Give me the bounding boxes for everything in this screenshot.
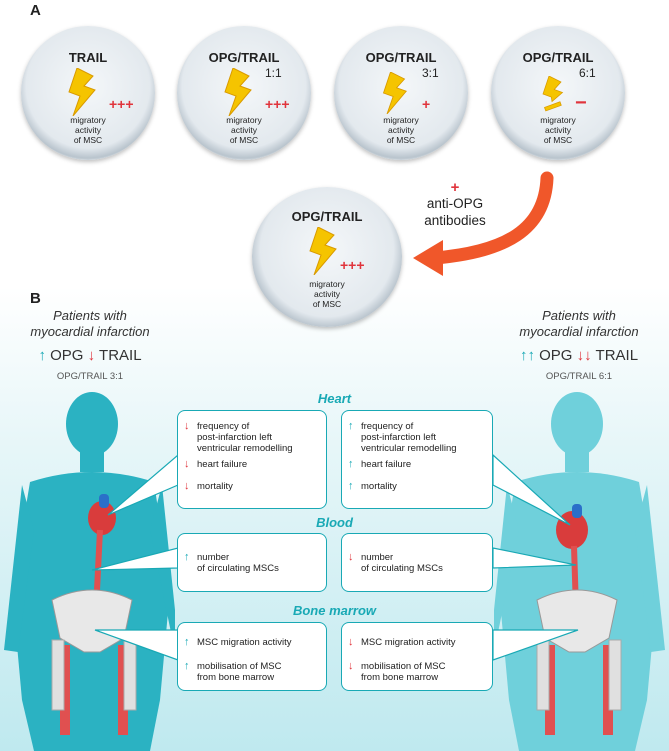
curved-arrow-icon	[413, 171, 554, 276]
lightning-bolt-icon	[309, 227, 337, 275]
lightning-bolt-icon	[68, 68, 96, 116]
petri-dish-opg-trail-6-1: OPG/TRAIL 6:1 − migratory activity of MS…	[491, 26, 625, 160]
dish-ratio: 3:1	[422, 66, 439, 80]
dish-title: OPG/TRAIL	[208, 50, 280, 65]
petri-dish-opg-trail-with-antibodies: OPG/TRAIL +++ migratory activity of MSC	[252, 187, 402, 327]
anti-opg-antibodies-label: + anti-OPG antibodies	[400, 180, 510, 229]
bone-left-box: ↑ MSC migration activity ↑ mobilisation …	[177, 622, 327, 691]
lightning-bolt-icon	[224, 68, 252, 116]
right-ratio: OPG/TRAIL 6:1	[545, 371, 613, 382]
migration-sign: −	[575, 92, 587, 114]
panel-b-label: B	[30, 290, 41, 307]
blood-section-heading: Blood	[316, 515, 353, 530]
dish-ratio: 1:1	[265, 66, 282, 80]
right-patient-title: Patients with myocardial infarction	[519, 308, 639, 339]
lightning-bolt-icon	[382, 72, 407, 114]
bone-marrow-section-heading: Bone marrow	[292, 603, 377, 618]
dish-title: TRAIL	[68, 50, 108, 65]
dish-caption: migratory activity of MSC	[70, 115, 106, 145]
left-patient-title: Patients with myocardial infarction	[30, 308, 150, 339]
dish-caption: migratory activity of MSC	[226, 115, 262, 145]
plus-sign: +	[450, 179, 460, 196]
dish-title: OPG/TRAIL	[291, 209, 363, 224]
migration-sign: +++	[265, 96, 290, 112]
dish-caption: migratory activity of MSC	[309, 279, 345, 309]
left-marker-levels: ↑ OPG ↓ TRAIL	[38, 347, 142, 364]
petri-dish-opg-trail-3-1: OPG/TRAIL 3:1 + migratory activity of MS…	[334, 26, 468, 160]
dish-ratio: 6:1	[579, 66, 596, 80]
dish-caption: migratory activity of MSC	[383, 115, 419, 145]
right-marker-levels: ↑↑ OPG ↓↓ TRAIL	[519, 347, 639, 364]
dish-title: OPG/TRAIL	[522, 50, 594, 65]
migration-sign: +++	[340, 257, 365, 273]
bone-right-box: ↓ MSC migration activity ↓ mobilisation …	[341, 622, 493, 691]
broken-lightning-bolt-icon	[542, 76, 564, 112]
migration-sign: +++	[109, 96, 134, 112]
petri-dish-trail: TRAIL +++ migratory activity of MSC	[21, 26, 155, 160]
dish-caption: migratory activity of MSC	[540, 115, 576, 145]
right-human-body-silhouette	[494, 392, 665, 751]
petri-dish-opg-trail-1-1: OPG/TRAIL 1:1 +++ migratory activity of …	[177, 26, 311, 160]
heart-section-heading: Heart	[317, 391, 352, 406]
panel-a-label: A	[30, 2, 41, 19]
migration-sign: +	[422, 96, 431, 112]
dish-title: OPG/TRAIL	[365, 50, 437, 65]
left-ratio: OPG/TRAIL 3:1	[56, 371, 124, 382]
